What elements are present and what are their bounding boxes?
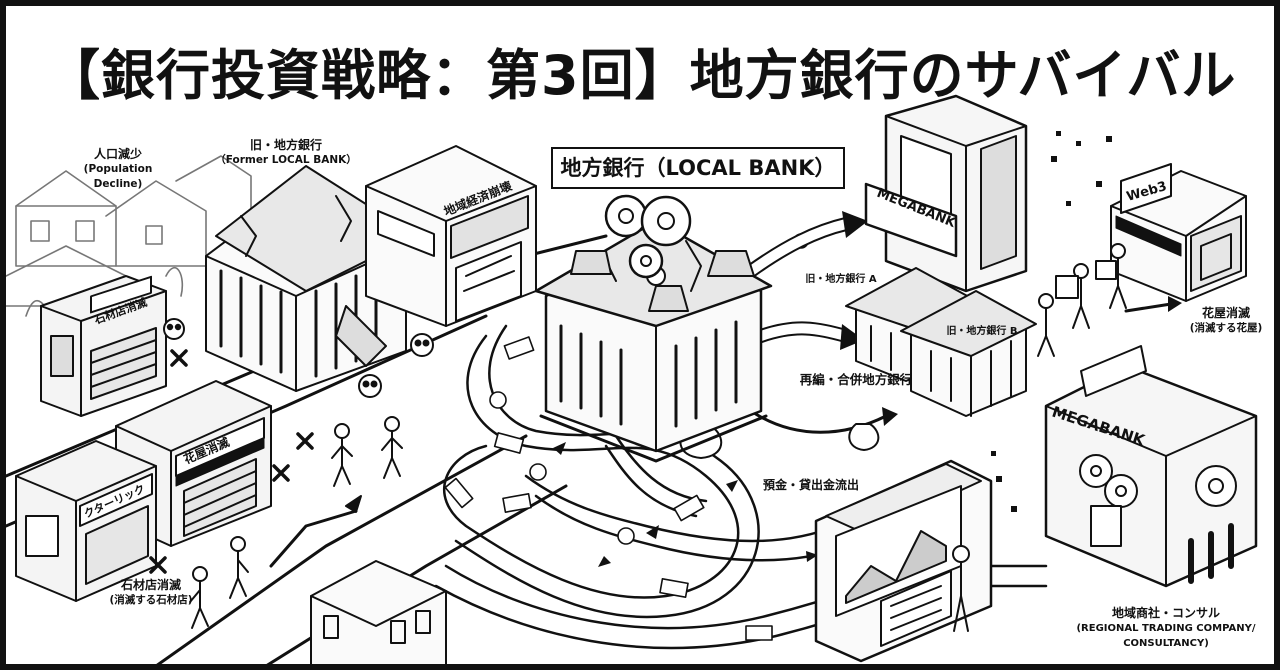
web3-shop — [1110, 163, 1247, 302]
stonemason-closed-sub: (消滅する石材店) — [109, 594, 193, 606]
arrow-to-web3 — [1124, 302, 1173, 313]
regional-economy-sign: 地域経済崩壊 — [442, 178, 515, 219]
former-bank-title: 旧・地方銀行 — [249, 138, 322, 152]
former-bank-sub: （Former LOCAL BANK） — [215, 154, 357, 166]
stone-shop-upper — [40, 275, 167, 417]
flow-to-megabank — [744, 211, 868, 278]
arrow-icon — [553, 442, 818, 567]
former-bank-label: 旧・地方銀行 （Former LOCAL BANK） — [206, 138, 366, 168]
local-bank-building — [534, 194, 773, 463]
florist-closed-sub: (消滅する花屋) — [1189, 322, 1263, 334]
web3-sign: Web3 — [1125, 179, 1169, 205]
stone-shop-sign: 石材店消滅 — [91, 295, 148, 327]
flower-shop-sign: 花屋消滅 — [181, 434, 231, 467]
megabank-right — [1044, 345, 1258, 588]
skull-icon — [163, 318, 434, 398]
regional-economy-shop — [365, 145, 537, 327]
local-bank-label: 地方銀行（LOCAL BANK） — [551, 147, 845, 189]
merged-banks-label: 再編・合併地方銀行 — [799, 372, 913, 387]
person-icon — [1037, 243, 1127, 357]
dry-cleaning-sign: クターリック — [82, 482, 147, 521]
arrow-icon — [345, 495, 362, 513]
arrow-icon — [1168, 296, 1182, 312]
merged-banks — [845, 267, 1037, 417]
florist-closed-label: 花屋消滅 (消滅する花屋) — [1176, 306, 1274, 336]
shop-bottom-left — [15, 440, 157, 602]
outflow-label: 預金・貸出金流出 — [762, 478, 859, 492]
flow-to-merged — [749, 321, 898, 434]
population-decline-title: 人口減少 — [93, 147, 142, 161]
megabank-tower — [864, 94, 1028, 293]
megabank-right-sign: MEGABANK — [1050, 403, 1148, 450]
stonemason-closed-title: 石材店消滅 — [120, 578, 181, 592]
path-arrow-left — [269, 509, 358, 568]
banknote-icon — [444, 336, 773, 641]
trading-terminal — [814, 459, 993, 663]
population-decline-sub: (Population Decline) — [83, 163, 153, 190]
isometric-scene — [6, 94, 1258, 664]
former-bank-b-label: 旧・地方銀行 B — [946, 326, 1018, 337]
florist-closed-title: 花屋消滅 — [1201, 306, 1250, 320]
population-decline-label: 人口減少 (Population Decline) — [78, 147, 158, 192]
stonemason-closed-label: 石材店消滅 (消滅する石材店) — [86, 578, 216, 608]
trading-company-label: 地域商社・コンサル (REGIONAL TRADING COMPANY/ CON… — [1066, 606, 1266, 651]
former-bank-a-label: 旧・地方銀行 A — [805, 274, 877, 285]
trading-company-sub: (REGIONAL TRADING COMPANY/ CONSULTANCY) — [1076, 623, 1256, 649]
megabank-top-sign: MEGABANK — [875, 186, 959, 232]
page-title: 【銀行投資戦略：第3回】地方銀行のサバイバル — [46, 44, 1237, 107]
trading-company-title: 地域商社・コンサル — [1111, 606, 1220, 620]
building-bottom — [310, 560, 447, 664]
person-icon — [189, 416, 403, 629]
x-mark-icon — [149, 349, 314, 574]
sign-layer: MEGABANK MEGABANK Web3 地域経済崩壊 石材店消滅 花屋消滅… — [82, 178, 1169, 521]
